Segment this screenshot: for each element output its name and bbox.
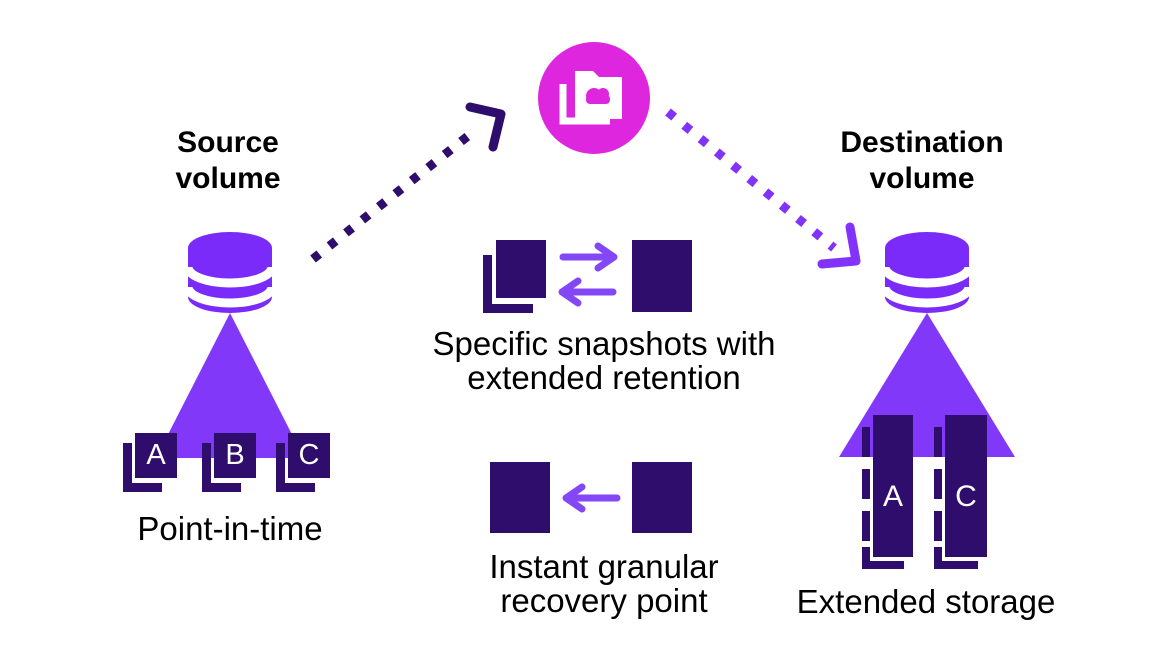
source-to-cloud-dotted-arrow — [310, 102, 506, 263]
stack-bracket — [123, 443, 162, 492]
retained-snapshot-stack — [483, 240, 546, 313]
sync-left-arrow — [558, 277, 617, 307]
snapshot-letter: B — [225, 439, 245, 471]
snapshot-square — [496, 240, 546, 298]
sync-right-arrow — [559, 242, 618, 272]
snapshot-bar — [873, 415, 913, 557]
snapshot-letter: C — [955, 480, 977, 513]
snapshot-square: A — [135, 433, 177, 478]
source-volume-label-line2: volume — [175, 162, 281, 195]
retention-target-square — [632, 240, 692, 312]
destination-volume-label-line2: volume — [869, 162, 975, 195]
recovery-caption-line2: recovery point — [500, 582, 708, 619]
recovery-caption-line1: Instant granular — [489, 548, 719, 585]
snapshot-letter: A — [146, 439, 166, 471]
recovery-caption: Instant granular recovery point — [404, 550, 804, 618]
source-fanout-triangle — [156, 313, 304, 458]
extended-snapshot-c: C — [934, 415, 987, 569]
extended-snapshot-a: A — [862, 415, 913, 569]
stack-bracket-corner — [934, 547, 978, 569]
snapshot-a: A — [123, 433, 177, 492]
cloud-folder-badge — [538, 42, 650, 154]
destination-volume-database-icon — [883, 232, 971, 313]
source-volume-database-icon — [186, 232, 274, 313]
recovery-source-square — [632, 462, 692, 533]
snapshot-square: C — [288, 433, 330, 478]
destination-volume-label-line1: Destination — [840, 126, 1004, 159]
point-in-time-caption: Point-in-time — [137, 510, 323, 547]
recovery-restored-square — [490, 462, 550, 533]
stack-bracket — [202, 443, 241, 492]
snapshot-letter: C — [298, 439, 320, 471]
cloud-icon — [586, 88, 610, 104]
stack-bracket — [483, 255, 533, 313]
retention-caption-line2: extended retention — [467, 359, 741, 396]
recovery-left-arrow — [562, 483, 621, 513]
snapshot-c: C — [276, 433, 330, 492]
snapshot-square: B — [214, 433, 256, 478]
cloud-folder-icon — [559, 71, 622, 125]
cloud-to-destination-dotted-arrow — [665, 108, 861, 269]
retention-caption-line1: Specific snapshots with — [432, 325, 776, 362]
snapshot-bar — [945, 415, 987, 557]
source-volume-label-line1: Source — [177, 126, 279, 159]
snapshot-b: B — [202, 433, 256, 492]
stack-bracket — [559, 84, 610, 125]
retention-caption: Specific snapshots with extended retenti… — [404, 327, 804, 395]
extended-storage-caption: Extended storage — [796, 583, 1056, 620]
destination-volume-label: Destination volume — [807, 125, 1037, 197]
source-volume-label: Source volume — [118, 125, 338, 197]
snapshot-letter: A — [883, 480, 903, 513]
stack-bracket-corner — [862, 547, 904, 569]
stack-bracket — [276, 443, 315, 492]
